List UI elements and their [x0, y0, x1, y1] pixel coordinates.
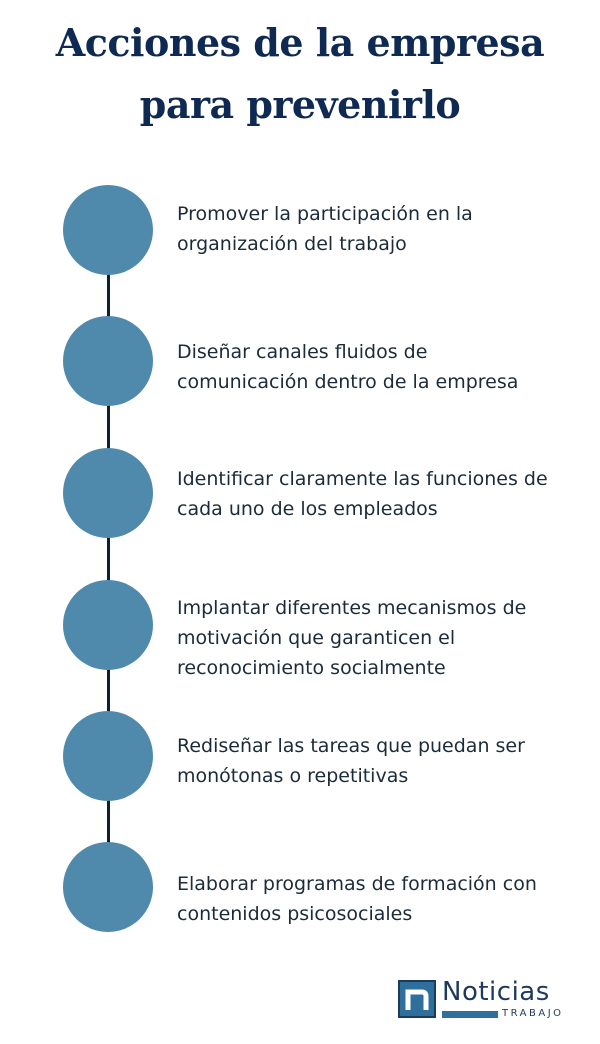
step-text-line: organización del trabajo [177, 233, 407, 255]
step-1: Promover la participación en la organiza… [0, 185, 600, 277]
step-text: Elaborar programas de formación con cont… [177, 869, 577, 929]
step-circle [63, 448, 153, 538]
brand-name: Noticias [442, 977, 550, 1007]
step-text-line: Implantar diferentes mecanismos de [177, 597, 527, 619]
step-text-line: contenidos psicosociales [177, 903, 413, 925]
step-text-line: Promover la participación en la [177, 203, 473, 225]
step-text: Rediseñar las tareas que puedan ser monó… [177, 731, 577, 791]
step-text-line: Diseñar canales fluidos de [177, 341, 428, 363]
brand-subtitle: TRABAJO [502, 1008, 564, 1019]
step-text: Diseñar canales fluidos de comunicación … [177, 337, 577, 397]
n-logo-icon-glyph [405, 989, 429, 1010]
step-text-line: comunicación dentro de la empresa [177, 371, 519, 393]
step-circle [63, 185, 153, 275]
step-circle [63, 316, 153, 406]
brand-logo: Noticias TRABAJO [398, 977, 561, 1022]
step-text-line: Identificar claramente las funciones de [177, 468, 548, 490]
step-circle [63, 711, 153, 801]
step-text-line: monótonas o repetitivas [177, 765, 409, 787]
title-line-2: para prevenirlo [139, 82, 461, 127]
title-line-1: Acciones de la empresa [55, 20, 545, 65]
step-text-line: cada uno de los empleados [177, 498, 438, 520]
step-text: Implantar diferentes mecanismos de motiv… [177, 593, 577, 683]
step-circle [63, 580, 153, 670]
step-text-line: Rediseñar las tareas que puedan ser [177, 735, 525, 757]
step-text-line: reconocimiento socialmente [177, 657, 446, 679]
n-logo-icon [398, 980, 436, 1018]
step-3: Identificar claramente las funciones de … [0, 448, 600, 540]
step-5: Rediseñar las tareas que puedan ser monó… [0, 711, 600, 803]
step-6: Elaborar programas de formación con cont… [0, 842, 600, 934]
step-2: Diseñar canales fluidos de comunicación … [0, 316, 600, 408]
timeline-connector [107, 230, 110, 890]
step-text: Identificar claramente las funciones de … [177, 464, 577, 524]
step-text: Promover la participación en la organiza… [177, 199, 577, 259]
step-text-line: motivación que garanticen el [177, 627, 456, 649]
step-4: Implantar diferentes mecanismos de motiv… [0, 580, 600, 679]
step-text-line: Elaborar programas de formación con [177, 873, 537, 895]
step-circle [63, 842, 153, 932]
brand-underline [442, 1011, 498, 1018]
page-title: Acciones de la empresa para prevenirlo [0, 12, 600, 136]
